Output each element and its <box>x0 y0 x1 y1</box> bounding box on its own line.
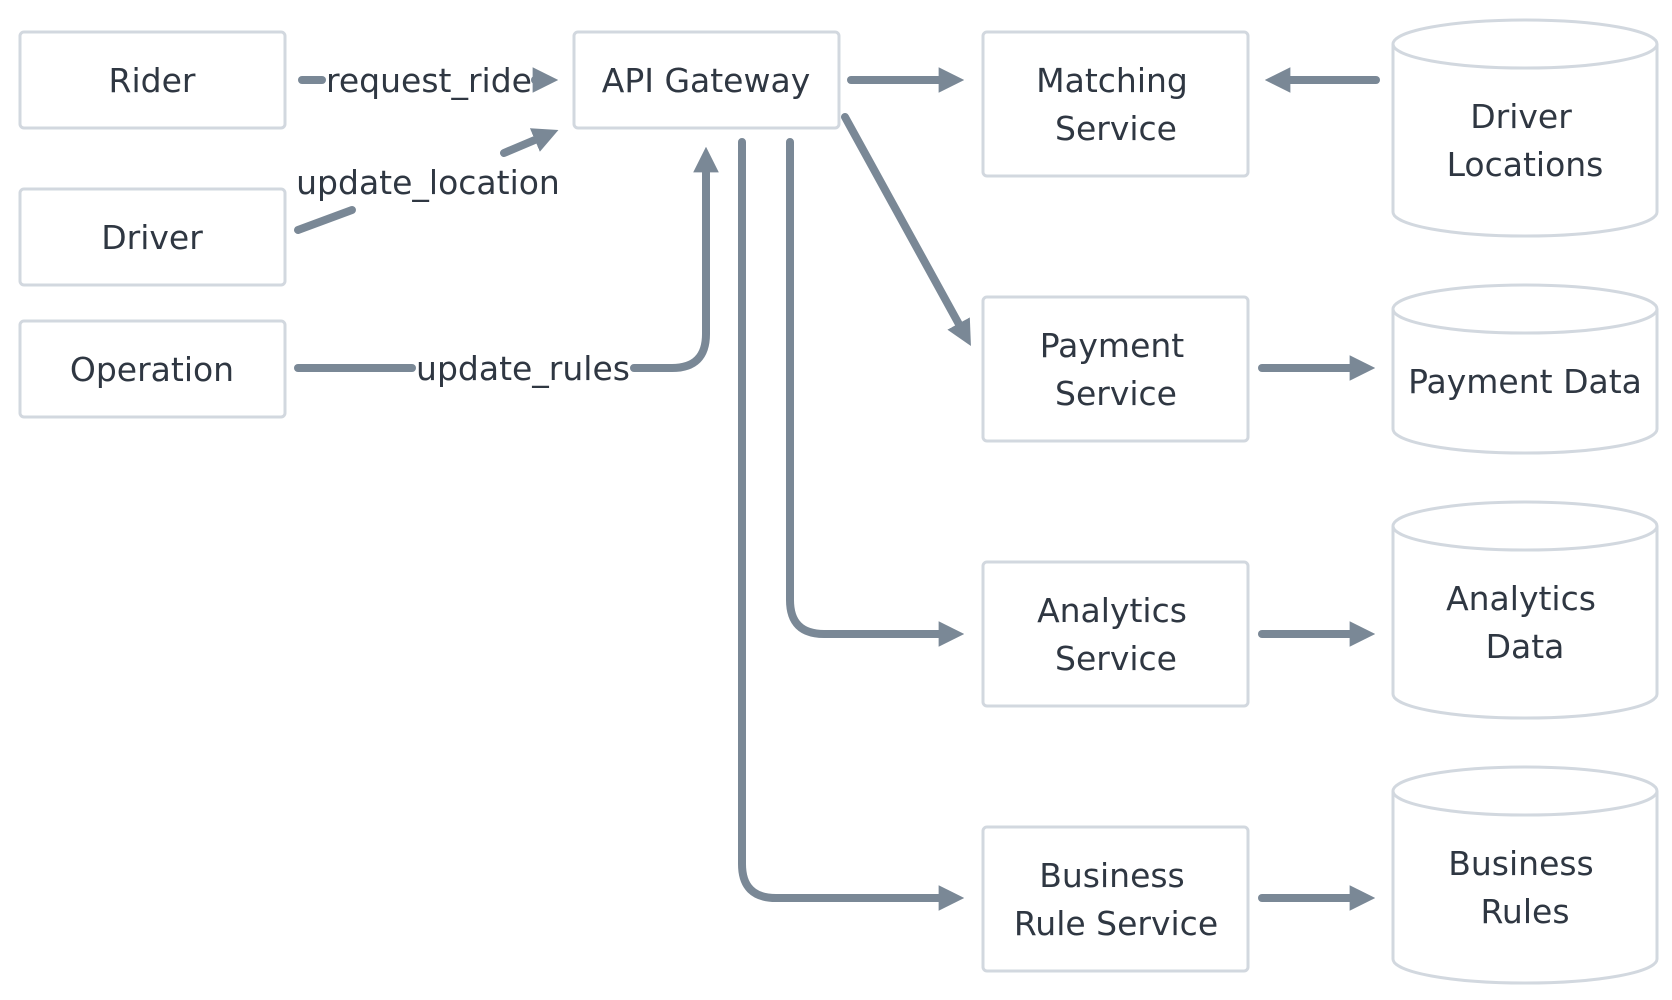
edge-gateway-to-payment <box>841 113 971 346</box>
node-matching-service: Matching Service <box>981 30 1250 178</box>
node-api-gateway: API Gateway <box>572 30 841 130</box>
node-api-gateway-label: API Gateway <box>602 61 810 100</box>
node-business-rule-service-label-line2: Rule Service <box>1014 904 1218 943</box>
node-business-rule-service: Business Rule Service <box>981 825 1250 973</box>
node-driver-label: Driver <box>101 218 203 257</box>
node-operation-label: Operation <box>70 350 234 389</box>
edge-operation-to-gateway-end <box>630 146 719 372</box>
edges <box>294 67 1380 911</box>
edge-label-update-location: update_location <box>296 163 560 202</box>
edge-gateway-to-analytics <box>786 138 965 647</box>
datastore-business-rules-label-line2: Rules <box>1480 892 1569 931</box>
datastore-analytics-data-label-line2: Data <box>1486 627 1565 666</box>
datastore-driver-locations: Driver Locations <box>1391 18 1659 238</box>
datastore-driver-locations-label-line1: Driver <box>1470 97 1572 136</box>
node-driver: Driver <box>18 187 287 287</box>
edge-driver-to-gateway-end <box>500 128 559 157</box>
datastore-analytics-data-label-line1: Analytics <box>1446 579 1596 618</box>
node-analytics-service-label-line2: Service <box>1055 639 1177 678</box>
datastore-payment-data: Payment Data <box>1391 283 1659 455</box>
edge-driver-to-gateway-start <box>294 206 356 234</box>
node-rider: Rider <box>18 30 287 130</box>
datastore-payment-data-label: Payment Data <box>1408 362 1642 401</box>
node-payment-service-label-line2: Service <box>1055 374 1177 413</box>
node-analytics-service: Analytics Service <box>981 560 1250 708</box>
edge-gateway-to-business-rule <box>738 138 965 911</box>
datastore-business-rules: Business Rules <box>1391 765 1659 985</box>
datastore-business-rules-label-line1: Business <box>1448 844 1594 883</box>
node-analytics-service-label-line1: Analytics <box>1037 591 1187 630</box>
node-business-rule-service-label-line1: Business <box>1039 856 1185 895</box>
datastore-driver-locations-label-line2: Locations <box>1447 145 1604 184</box>
datastore-analytics-data: Analytics Data <box>1391 500 1659 720</box>
node-rider-label: Rider <box>109 61 196 100</box>
edge-labels: request_ride update_location update_rule… <box>296 61 630 388</box>
edge-label-update-rules: update_rules <box>416 349 630 388</box>
node-operation: Operation <box>18 319 287 419</box>
edge-label-request-ride: request_ride <box>326 61 532 100</box>
node-payment-service-label-line1: Payment <box>1040 326 1185 365</box>
node-payment-service: Payment Service <box>981 295 1250 443</box>
node-matching-service-label-line2: Service <box>1055 109 1177 148</box>
node-matching-service-label-line1: Matching <box>1036 61 1188 100</box>
